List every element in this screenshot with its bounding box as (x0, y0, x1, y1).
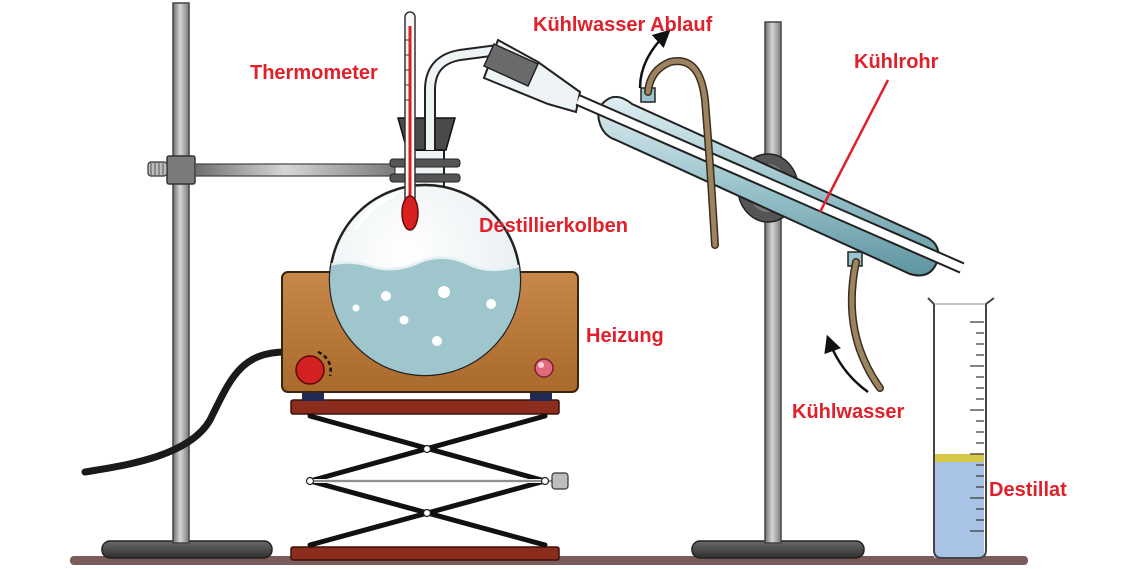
lab-jack (290, 399, 569, 561)
label-coolant-outlet: Kühlwasser Ablauf (533, 14, 713, 36)
graduated-cylinder (927, 297, 995, 559)
condenser-leader-line (818, 79, 890, 213)
heater-knob-scale (317, 350, 332, 377)
thermometer-fluid (408, 26, 412, 206)
heater-indicator-light (534, 358, 554, 378)
right-retort-stand (691, 21, 865, 559)
adapter-rubber-sleeve (483, 43, 539, 87)
cylinder-outline (927, 297, 995, 559)
cylinder-scale (970, 321, 984, 532)
thermometer-bulb (401, 195, 419, 231)
thermometer (401, 11, 419, 231)
label-flask: Destillierkolben (479, 215, 628, 237)
outlet-flow-arrow (638, 29, 671, 89)
distillate-surface (934, 454, 984, 462)
flask-neck-clamp-upper (389, 158, 461, 168)
boiling-bubbles (352, 286, 496, 346)
label-distillate: Destillat (989, 479, 1067, 501)
label-thermometer: Thermometer (250, 62, 378, 84)
left-stand-rod (172, 2, 190, 544)
flask-liquid (330, 257, 520, 375)
right-stand-rod (764, 21, 782, 544)
jack-knob (551, 472, 569, 490)
label-coolant-inlet: Kühlwasser (792, 401, 904, 423)
jack-bottom-plate (290, 546, 560, 561)
distillate-liquid (934, 458, 984, 558)
condenser (482, 38, 965, 277)
jack-top-plate (290, 399, 560, 415)
label-condenser: Kühlrohr (854, 51, 939, 73)
left-retort-stand (101, 2, 396, 559)
left-boss-head (166, 155, 196, 185)
inlet-flow-arrow (824, 334, 869, 394)
power-cable (81, 348, 290, 476)
left-boss-screw (147, 161, 168, 177)
flask-neck-clamp-lower (389, 173, 461, 183)
heater-knob (295, 355, 325, 385)
left-clamp-arm (194, 163, 396, 177)
label-heating: Heizung (586, 325, 664, 347)
